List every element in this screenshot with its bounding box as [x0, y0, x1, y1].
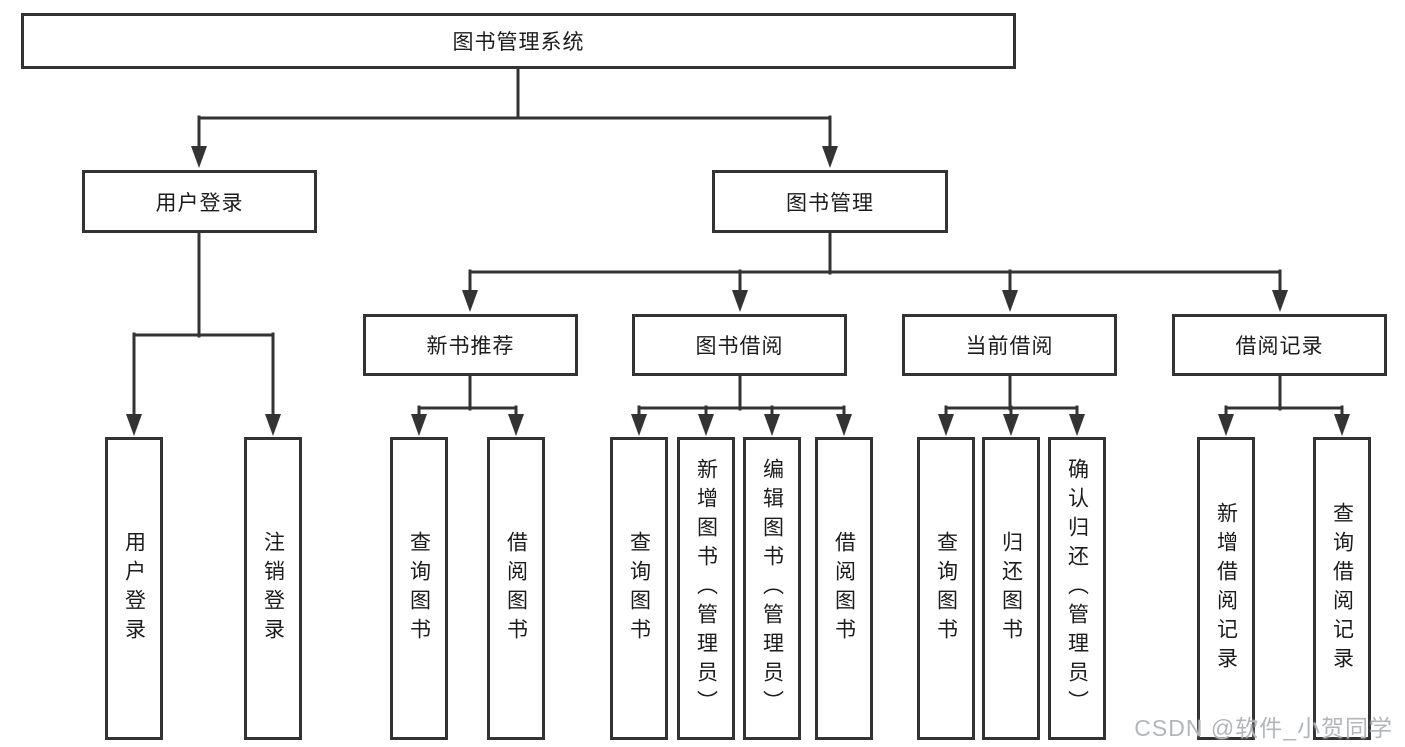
- node-book-borrow: 图书借阅: [632, 314, 847, 376]
- leaf-label: 注销登录: [261, 530, 285, 647]
- leaf-label: 查询图书: [627, 530, 651, 647]
- node-label: 新书推荐: [426, 335, 515, 358]
- leaf-user-login: 用户登录: [105, 437, 163, 740]
- leaf-add-books-admin: 新增图书（管理员）: [677, 437, 735, 740]
- leaf-label: 新增借阅记录: [1214, 501, 1238, 676]
- leaf-label: 查询图书: [934, 530, 958, 647]
- leaf-label: 编辑图书（管理员）: [760, 458, 784, 719]
- arrowheads: [126, 146, 1350, 436]
- leaf-label: 用户登录: [122, 530, 146, 647]
- leaf-label: 借阅图书: [832, 530, 856, 647]
- node-label: 图书借阅: [695, 335, 784, 358]
- node-new-book-recommend: 新书推荐: [363, 314, 578, 376]
- node-current-borrow: 当前借阅: [902, 314, 1117, 376]
- leaf-query-books: 查询图书: [390, 437, 448, 740]
- leaf-label: 查询图书: [407, 530, 431, 647]
- node-library-system: 图书管理系统: [21, 13, 1016, 69]
- node-label: 当前借阅: [965, 335, 1054, 358]
- node-label: 用户登录: [155, 191, 244, 215]
- leaf-add-borrow-record: 新增借阅记录: [1197, 437, 1255, 740]
- leaf-borrow-books: 借阅图书: [815, 437, 873, 740]
- leaf-label: 查询借阅记录: [1330, 501, 1354, 676]
- node-user-login: 用户登录: [82, 170, 317, 233]
- leaf-query-borrow-record: 查询借阅记录: [1313, 437, 1371, 740]
- leaf-confirm-return-admin: 确认归还（管理员）: [1048, 437, 1106, 740]
- leaf-label: 新增图书（管理员）: [694, 458, 718, 719]
- node-borrow-records: 借阅记录: [1172, 314, 1387, 376]
- node-label: 图书管理系统: [452, 31, 585, 54]
- leaf-edit-books-admin: 编辑图书（管理员）: [743, 437, 801, 740]
- leaf-label: 归还图书: [999, 530, 1023, 647]
- leaf-logout: 注销登录: [244, 437, 302, 740]
- leaf-return-books: 归还图书: [982, 437, 1040, 740]
- leaf-query-books: 查询图书: [917, 437, 975, 740]
- leaf-label: 借阅图书: [504, 530, 528, 647]
- leaf-label: 确认归还（管理员）: [1065, 458, 1089, 719]
- leaf-query-books: 查询图书: [610, 437, 668, 740]
- node-book-management: 图书管理: [712, 170, 948, 233]
- node-label: 图书管理: [786, 191, 874, 215]
- node-label: 借阅记录: [1235, 335, 1324, 358]
- leaf-borrow-books: 借阅图书: [487, 437, 545, 740]
